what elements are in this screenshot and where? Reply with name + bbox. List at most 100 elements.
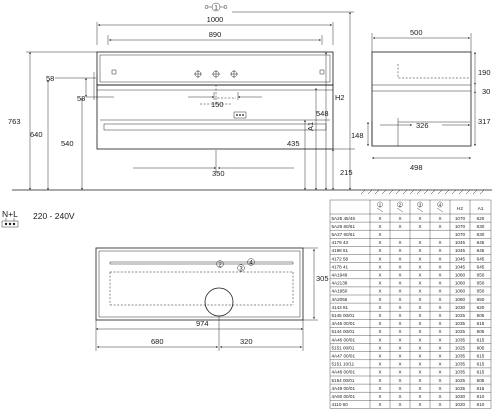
- marker-2: 2: [216, 260, 224, 269]
- table-cell: 1035: [455, 337, 466, 342]
- table-cell-article: 4A49 00/01: [332, 386, 356, 391]
- table-cell: 610: [477, 402, 485, 407]
- table-cell: X: [438, 297, 441, 302]
- table-cell-article: 5144 00/01: [332, 329, 355, 334]
- table-cell-article: 5A27 60/61: [332, 232, 356, 237]
- top-view: 2 3 4 305 974 680 320: [95, 247, 329, 351]
- table-cell: 1035: [455, 370, 466, 375]
- table-cell: X: [378, 264, 381, 269]
- dim-side-317: 317: [478, 117, 491, 126]
- table-cell: X: [378, 394, 381, 399]
- dim-left-offset-upper: 58: [46, 74, 54, 83]
- table-cell: X: [438, 240, 441, 245]
- table-header: A1: [478, 206, 484, 212]
- table-cell: X: [418, 297, 421, 302]
- table-cell: X: [378, 337, 381, 342]
- marker-1: 1: [204, 2, 228, 12]
- table-cell-article: 4143 81: [332, 305, 349, 310]
- table-cell: X: [438, 289, 441, 294]
- dim-siphon-150: 150: [211, 100, 224, 109]
- table-cell: X: [398, 305, 401, 310]
- table-cell: X: [378, 273, 381, 278]
- table-cell: 645: [477, 264, 485, 269]
- svg-text:2: 2: [218, 263, 222, 269]
- table-cell: X: [438, 313, 441, 318]
- table-cell: 1045: [455, 264, 466, 269]
- table-cell: X: [378, 354, 381, 359]
- table-cell: X: [398, 345, 401, 350]
- table-cell-article: 4198 61: [332, 248, 349, 253]
- table-cell: 1035: [455, 321, 466, 326]
- header-marker-icon: [397, 201, 403, 208]
- dim-side-bottom-depth: 498: [410, 163, 423, 172]
- table-cell: X: [398, 370, 401, 375]
- table-cell: X: [418, 370, 421, 375]
- table-cell-article: 4A2138: [332, 281, 348, 286]
- table-cell: X: [378, 248, 381, 253]
- table-cell: X: [398, 256, 401, 261]
- table-cell: 645: [477, 256, 485, 261]
- table-cell: 1025: [455, 329, 466, 334]
- table-cell-article: 4A50 00/01: [332, 394, 356, 399]
- dim-top-305: 305: [316, 274, 329, 283]
- table-cell-article: 5151 10/11: [332, 362, 355, 367]
- table-cell: 1030: [455, 305, 466, 310]
- dim-side-30: 30: [482, 87, 490, 96]
- table-cell: X: [438, 386, 441, 391]
- table-cell: X: [438, 394, 441, 399]
- table-cell: X: [418, 386, 421, 391]
- dim-side-326: 326: [416, 121, 429, 130]
- table-cell-article: 4172 58: [332, 256, 349, 261]
- table-cell: 1025: [455, 378, 466, 383]
- table-header: 2: [399, 202, 402, 208]
- table-cell: X: [398, 337, 401, 342]
- table-header: 1: [379, 202, 382, 208]
- table-cell: X: [418, 216, 421, 221]
- dim-height-215: 215: [340, 168, 353, 177]
- header-marker-icon: [437, 201, 443, 208]
- dim-siphon-350: 350: [212, 169, 225, 178]
- table-cell: 1025: [455, 345, 466, 350]
- dim-top-680: 680: [151, 337, 164, 346]
- table-cell: X: [438, 224, 441, 229]
- table-cell: 650: [477, 289, 485, 294]
- table-cell: X: [398, 313, 401, 318]
- table-cell: X: [438, 354, 441, 359]
- table-cell: 630: [477, 224, 485, 229]
- dim-top-974: 974: [196, 319, 209, 328]
- table-cell-article: 4A48 00/01: [332, 370, 356, 375]
- table-cell: X: [418, 256, 421, 261]
- table-cell: X: [418, 329, 421, 334]
- table-cell: 615: [477, 354, 485, 359]
- table-cell: X: [398, 297, 401, 302]
- table-cell-article: 4110 60: [332, 402, 349, 407]
- table-cell: X: [378, 329, 381, 334]
- table-cell: X: [418, 313, 421, 318]
- dim-left-offset-lower: 58: [77, 94, 85, 103]
- table-cell: 1030: [455, 394, 466, 399]
- table-cell: 620: [477, 305, 485, 310]
- table-cell-article: 4178 41: [332, 264, 349, 269]
- table-cell: X: [438, 281, 441, 286]
- table-cell: X: [438, 378, 441, 383]
- table-cell: X: [398, 394, 401, 399]
- table-cell: X: [398, 402, 401, 407]
- table-header: H2: [457, 206, 463, 212]
- table-cell: X: [418, 354, 421, 359]
- dim-total-width: 1000: [207, 15, 224, 24]
- table-cell: X: [378, 240, 381, 245]
- terminal-label: N+L: [2, 209, 18, 219]
- table-cell-article: 4A45 00/01: [332, 321, 356, 326]
- table-cell: X: [438, 321, 441, 326]
- basin-front: [96, 51, 334, 86]
- table-cell-article: 4179 43: [332, 240, 349, 245]
- table-cell: X: [418, 394, 421, 399]
- table-cell: X: [438, 305, 441, 310]
- table-cell: X: [418, 321, 421, 326]
- table-frame: [329, 199, 492, 409]
- table-cell: 1060: [455, 289, 466, 294]
- table-cell: X: [398, 216, 401, 221]
- svg-text:1: 1: [214, 6, 218, 12]
- table-cell: 1070: [455, 216, 466, 221]
